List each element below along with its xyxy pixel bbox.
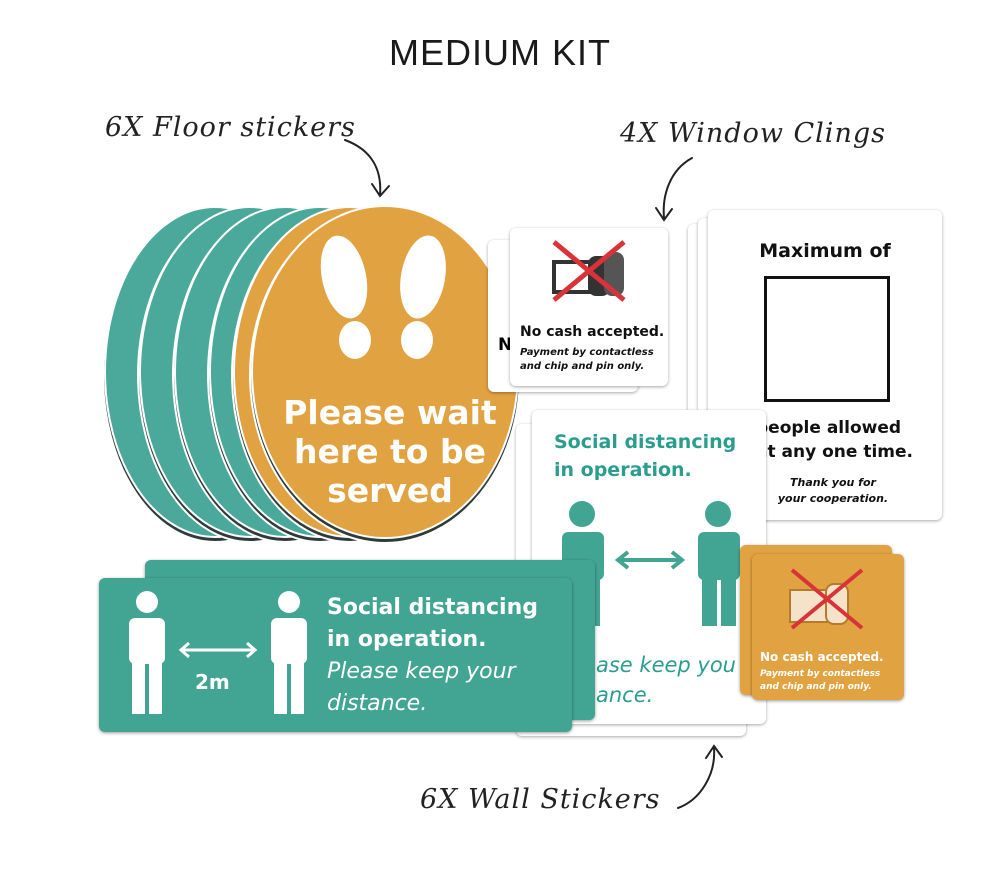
orange-no-cash-front: No cash accepted. Payment by contactless… — [752, 554, 904, 700]
wall-sticker-front: 2m Social distancing in operation. Pleas… — [99, 578, 572, 732]
no-cash-sub-1: Payment by contactless — [520, 347, 654, 358]
window-arrow — [662, 157, 693, 219]
window-clings-label: 4X Window Clings — [620, 118, 886, 149]
no-cash-sub-2: and chip and pin only. — [520, 361, 645, 372]
maximum-thanks: Thank you for your cooperation. — [748, 475, 918, 507]
maximum-thanks-2: your cooperation. — [777, 492, 889, 505]
footprints-icon — [320, 235, 446, 359]
no-cash-cling-front: No cash accepted. Payment by contactless… — [510, 228, 668, 386]
social-portrait-sub: ase keep you ance. — [596, 650, 736, 710]
wall-people-icon — [129, 591, 307, 714]
orange-no-cash-sub-1: Payment by contactless — [760, 669, 881, 679]
wall-distance-label: 2m — [195, 670, 230, 694]
wall-sticker-text: Social distancing in operation. Please k… — [327, 592, 538, 720]
orange-no-cash-sub-2: and chip and pin only. — [760, 682, 872, 692]
social-portrait-line-1: Social distancing — [554, 431, 737, 453]
orange-no-cash-sub: Payment by contactless and chip and pin … — [760, 668, 880, 694]
orange-no-cash-title: No cash accepted. — [760, 650, 884, 664]
wall-stickers-label: 6X Wall Stickers — [420, 784, 661, 815]
maximum-text: people allowed at any one time. — [756, 416, 913, 464]
maximum-thanks-1: Thank you for — [790, 476, 876, 489]
no-cash-sub: Payment by contactless and chip and pin … — [520, 346, 654, 374]
wall-line-3: Please keep your — [327, 659, 516, 684]
floor-text-line-3: served — [327, 471, 453, 510]
no-cash-peek: N — [498, 335, 513, 355]
wall-line-1: Social distancing — [327, 595, 538, 620]
floor-stickers-stack — [102, 205, 521, 544]
maximum-line-1: people allowed — [756, 418, 902, 438]
orange-no-cash-icon — [789, 568, 864, 630]
floor-text-line-1: Please wait — [283, 393, 497, 432]
social-portrait-line-2: in operation. — [554, 459, 692, 481]
floor-arrow — [344, 139, 382, 196]
wall-line-2: in operation. — [327, 627, 487, 652]
maximum-line-2: at any one time. — [756, 442, 913, 462]
maximum-title: Maximum of — [759, 240, 891, 262]
wall-arrow — [677, 747, 716, 809]
social-portrait-line-3: ase keep you — [596, 653, 736, 677]
social-portrait-title: Social distancing in operation. — [554, 428, 736, 484]
no-cash-title: No cash accepted. — [520, 324, 665, 340]
wall-line-4: distance. — [327, 691, 428, 716]
maximum-number-box — [764, 276, 890, 402]
floor-text-line-2: here to be — [294, 432, 486, 471]
social-portrait-line-4: ance. — [596, 683, 654, 707]
no-cash-icon — [552, 240, 626, 302]
floor-sticker-text: Please wait here to be served — [265, 393, 515, 510]
page-title: MEDIUM KIT — [389, 32, 611, 73]
floor-stickers-label: 6X Floor stickers — [105, 112, 356, 143]
